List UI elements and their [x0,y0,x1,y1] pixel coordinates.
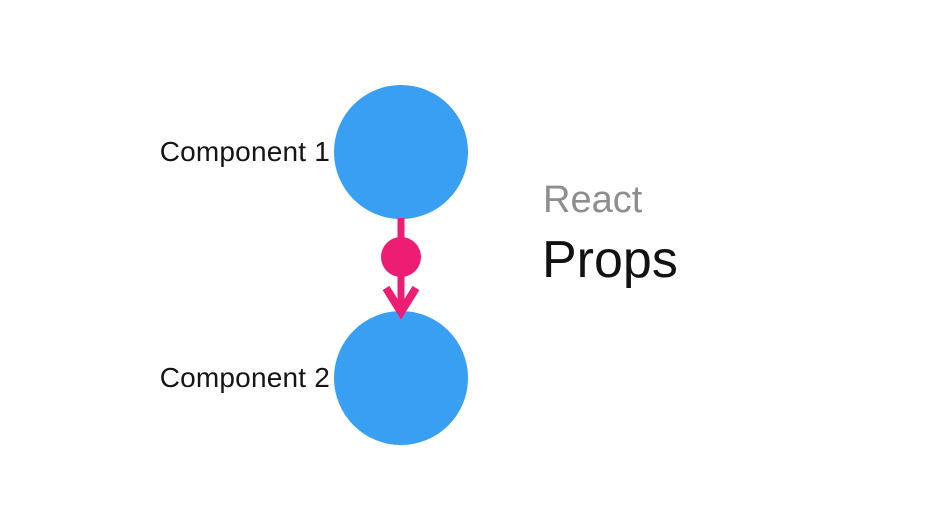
props-dot-icon [381,237,421,277]
component-1-label: Component 1 [159,136,330,167]
props-title: Props [542,231,678,289]
arrow-down-icon [382,285,420,320]
react-subtitle: React [543,179,643,221]
component-2-label: Component 2 [159,362,330,393]
component-1-circle [334,85,468,219]
component-2-circle [334,311,468,445]
